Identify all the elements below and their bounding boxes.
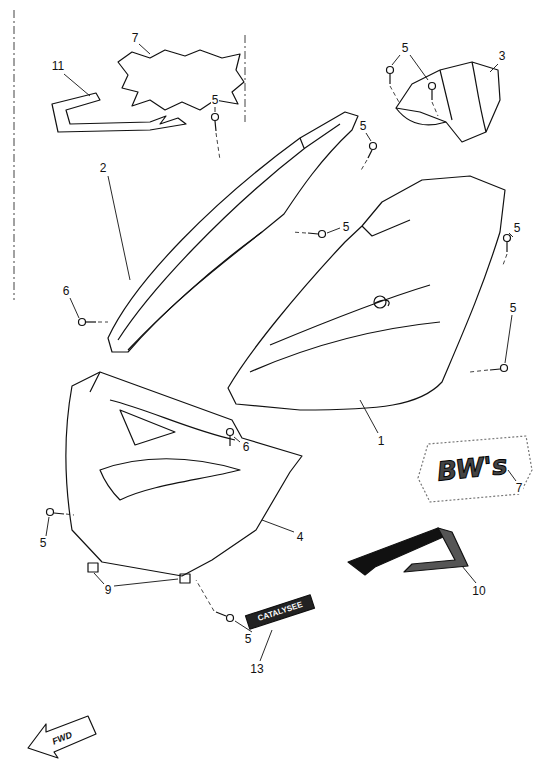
callout-number: 3	[498, 50, 507, 62]
callout-number: 5	[211, 94, 220, 106]
fwd-arrow	[28, 716, 96, 758]
cover-swoosh	[250, 220, 440, 372]
logo-decal: BW's	[436, 451, 509, 484]
leader-line	[46, 44, 516, 661]
cover-hole	[374, 296, 386, 308]
callout-number: 13	[249, 663, 264, 675]
callout-number: 5	[342, 221, 351, 233]
decal-outline	[118, 50, 244, 110]
callout-number: 6	[242, 441, 251, 453]
callout-number: 7	[131, 32, 140, 44]
callout-number: 10	[471, 585, 486, 597]
callout-number: 5	[513, 222, 522, 234]
stripe-decal	[404, 528, 468, 572]
screw	[47, 67, 511, 622]
right-side-cover	[228, 176, 505, 410]
callout-number: 7	[515, 482, 524, 494]
callout-number: 11	[51, 60, 65, 72]
center-line	[245, 35, 246, 122]
tail-cover-edge	[396, 62, 486, 132]
center-line	[14, 10, 15, 300]
callout-number: 6	[62, 285, 71, 297]
callout-number: 9	[104, 584, 113, 596]
lower-front-cover	[66, 372, 302, 576]
clip	[180, 574, 190, 583]
callout-number: 5	[401, 42, 410, 54]
callout-number: 4	[296, 531, 305, 543]
install-line	[66, 86, 507, 611]
cover-swoosh	[90, 372, 240, 500]
callout-number: 1	[377, 435, 386, 447]
callout-number: 2	[99, 162, 108, 174]
stripe-decal	[52, 93, 186, 132]
callout-number: 5	[359, 120, 368, 132]
clip	[88, 563, 98, 572]
sticker	[246, 595, 315, 629]
callout-number: 5	[244, 633, 253, 645]
callout-number: 5	[509, 302, 518, 314]
logo-decal-outline	[418, 436, 532, 502]
callout-number: 5	[39, 537, 48, 549]
tail-cover	[396, 62, 500, 142]
